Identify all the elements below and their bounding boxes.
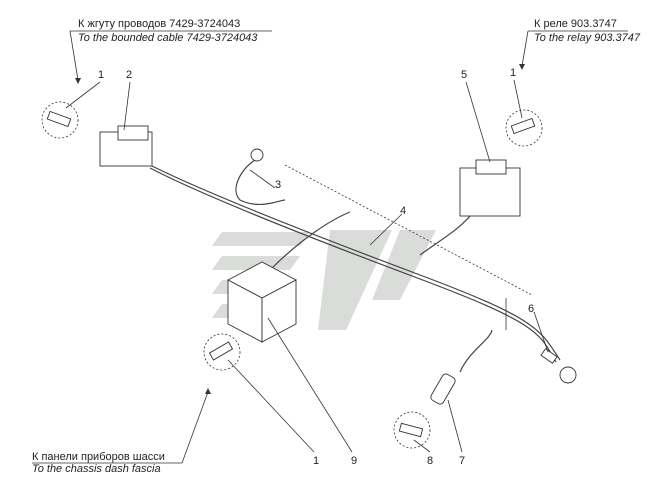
ring-terminal-6 xyxy=(540,348,577,384)
caption-ru: К панели приборов шасси xyxy=(32,451,165,463)
caption-top-left: К жгуту проводов 7429-3724043 To the bou… xyxy=(69,18,272,84)
leader-lines xyxy=(65,79,549,453)
caption-ru: К жгуту проводов 7429-3724043 xyxy=(78,18,240,30)
caption-en: To the relay 903.3747 xyxy=(534,32,641,44)
caption-ru: К реле 903.3747 xyxy=(534,18,617,30)
terminal-1-top-left xyxy=(41,101,79,139)
caption-top-right: К реле 903.3747 To the relay 903.3747 xyxy=(519,18,641,70)
caption-bottom-left: К панели приборов шасси To the chassis d… xyxy=(32,388,211,475)
callout-1: 1 xyxy=(510,67,516,79)
callout-7: 7 xyxy=(459,455,465,467)
callout-1: 1 xyxy=(313,455,319,467)
connector-5 xyxy=(459,159,521,217)
caption-en: To the bounded cable 7429-3724043 xyxy=(78,32,258,44)
callout-6: 6 xyxy=(528,303,534,315)
connector-block-9 xyxy=(227,261,297,343)
callout-3: 3 xyxy=(275,179,281,191)
callout-5: 5 xyxy=(461,69,467,81)
callout-numbers: 1 2 3 4 5 1 6 1 9 8 7 xyxy=(98,67,534,467)
connector-2 xyxy=(99,125,153,167)
callout-2: 2 xyxy=(126,69,132,81)
terminal-1-top-right xyxy=(505,109,543,147)
callout-8: 8 xyxy=(427,455,433,467)
terminal-7 xyxy=(430,373,456,405)
caption-en: To the chassis dash fascia xyxy=(32,463,161,475)
callout-9: 9 xyxy=(351,455,357,467)
terminal-8 xyxy=(393,411,431,449)
harness-wires xyxy=(149,159,561,373)
callout-1: 1 xyxy=(98,69,104,81)
terminal-1-bottom xyxy=(203,333,241,371)
ring-terminal-3 xyxy=(250,148,264,162)
callout-4: 4 xyxy=(400,205,406,217)
